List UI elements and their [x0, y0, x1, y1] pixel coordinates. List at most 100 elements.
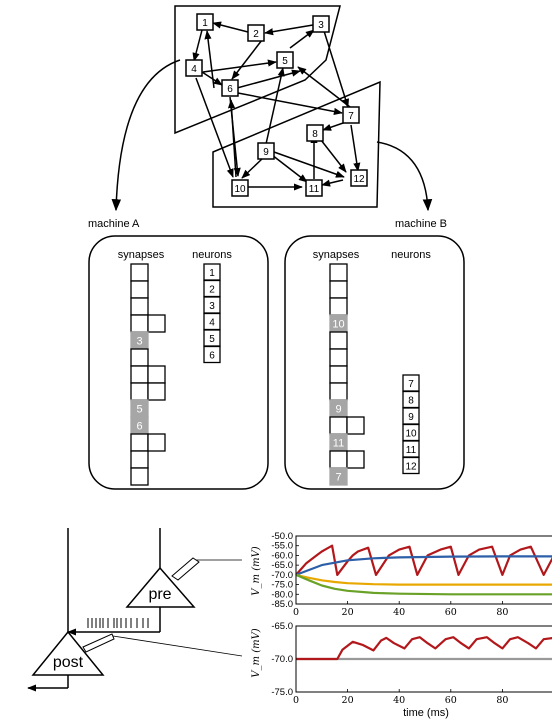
synapse-label: 11: [333, 438, 344, 450]
graph-node: 9: [257, 142, 275, 160]
graph-node: 4: [185, 59, 203, 77]
graph-node: 7: [342, 106, 360, 124]
x-tick-label: 1: [551, 607, 552, 618]
voltage-trace: [295, 573, 552, 596]
x-tick-label: 40: [393, 607, 405, 618]
synapse-cell: [329, 467, 348, 486]
neuron-label: 11: [406, 445, 417, 456]
graph-node: 10: [231, 179, 249, 197]
synapse-cell: [329, 263, 348, 282]
synapse-label: 6: [136, 421, 142, 433]
y-tick-label: -75.0: [271, 580, 293, 591]
neuron-label: 5: [209, 334, 215, 345]
synapse-label: 10: [332, 319, 344, 331]
circuit-schematic: pre post: [27, 528, 243, 692]
neuron-label: 6: [209, 351, 215, 362]
graph-node: 1: [196, 13, 214, 31]
partition-region-b: [212, 80, 381, 208]
graph-node-label: 5: [282, 56, 288, 67]
graph-edges: [192, 21, 361, 191]
top-ylabel: V_m (mV): [251, 546, 262, 595]
graph-node: 12: [350, 169, 368, 187]
y-tick-label: -65.0: [271, 621, 293, 632]
graph-node-label: 1: [202, 18, 208, 29]
bottom-plot: V_m (mV) -65.0-70.0-75.0 0204060801: [251, 621, 552, 706]
synapse-cell: [329, 450, 348, 469]
synapse-cell: [130, 348, 149, 367]
neuron-label: 8: [408, 396, 414, 407]
x-tick-label: 60: [445, 607, 457, 618]
graph-node: 5: [276, 51, 294, 69]
y-tick-label: -60.0: [271, 550, 293, 561]
synapse-cell: [130, 263, 149, 282]
neuron-label: 4: [209, 318, 215, 329]
synapse-cell: [346, 416, 365, 435]
neuron-cell: [203, 345, 221, 364]
x-tick-label: 1: [551, 695, 552, 706]
graph-node-label: 12: [353, 174, 365, 185]
machine-b-neurons-header: neurons: [391, 249, 431, 261]
arrow-to-machine-b: [376, 141, 433, 212]
machine-a-neurons-header: neurons: [192, 249, 232, 261]
bottom-y-ticks: -65.0-70.0-75.0: [271, 621, 299, 698]
synapse-cell: [147, 382, 166, 401]
synapse-label: 3: [136, 336, 142, 348]
synapse-cell: [130, 433, 149, 452]
x-axis-label: time (ms): [403, 707, 449, 719]
synapse-cell: [147, 433, 166, 452]
post-electrode-icon: [82, 633, 243, 657]
graph-node: 2: [247, 24, 265, 42]
neuron-label: 12: [405, 462, 417, 473]
voltage-trace: [295, 544, 552, 577]
graph-node-label: 10: [234, 184, 246, 195]
y-tick-label: -80.0: [271, 589, 293, 600]
synapse-cell: [329, 382, 348, 401]
x-tick-label: 20: [342, 695, 354, 706]
graph-node-label: 4: [191, 64, 197, 75]
graph-node: 6: [221, 79, 239, 97]
post-label: post: [53, 654, 84, 671]
synapse-cell: [130, 297, 149, 316]
graph-node-label: 9: [263, 147, 269, 158]
top-plot-frame: [295, 535, 552, 605]
graph-node-label: 8: [312, 129, 318, 140]
voltage-trace: [295, 555, 552, 576]
synapse-cell: [130, 365, 149, 384]
synapse-cell: [329, 280, 348, 299]
synapse-cell: [329, 331, 348, 350]
machine-a-synapses-header: synapses: [118, 249, 165, 261]
y-tick-label: -65.0: [271, 560, 293, 571]
x-tick-label: 60: [445, 695, 457, 706]
synapse-cell: [130, 467, 149, 486]
voltage-trace: [296, 636, 552, 661]
neuron-label: 1: [209, 268, 215, 279]
x-tick-label: 0: [293, 695, 299, 706]
y-tick-label: -75.0: [271, 687, 293, 698]
machine-b-box: [284, 235, 465, 490]
synapse-cell: [130, 314, 149, 333]
pre-electrode-icon: [171, 557, 242, 581]
machine-b-panel: machine B synapses neurons 1091177891011…: [284, 218, 465, 490]
machine-b-synapses-header: synapses: [313, 249, 360, 261]
synapse-cell: [329, 365, 348, 384]
synapse-label: 7: [335, 472, 341, 484]
synapse-label: 5: [136, 404, 142, 416]
synapse-cell: [130, 280, 149, 299]
top-series: [295, 544, 552, 596]
neuron-label: 2: [209, 285, 215, 296]
bottom-series: [296, 636, 552, 661]
graph-node-label: 6: [227, 84, 233, 95]
neuron-label: 10: [405, 429, 417, 440]
x-tick-label: 80: [496, 695, 508, 706]
neuron-label: 7: [408, 379, 414, 390]
x-tick-label: 0: [293, 607, 299, 618]
machine-b-label: machine B: [395, 218, 447, 230]
synapse-cell: [329, 297, 348, 316]
synapse-label: 9: [335, 404, 341, 416]
graph-node-label: 7: [348, 111, 354, 122]
neuron-label: 3: [209, 301, 215, 312]
neuron-cell: [402, 456, 420, 475]
